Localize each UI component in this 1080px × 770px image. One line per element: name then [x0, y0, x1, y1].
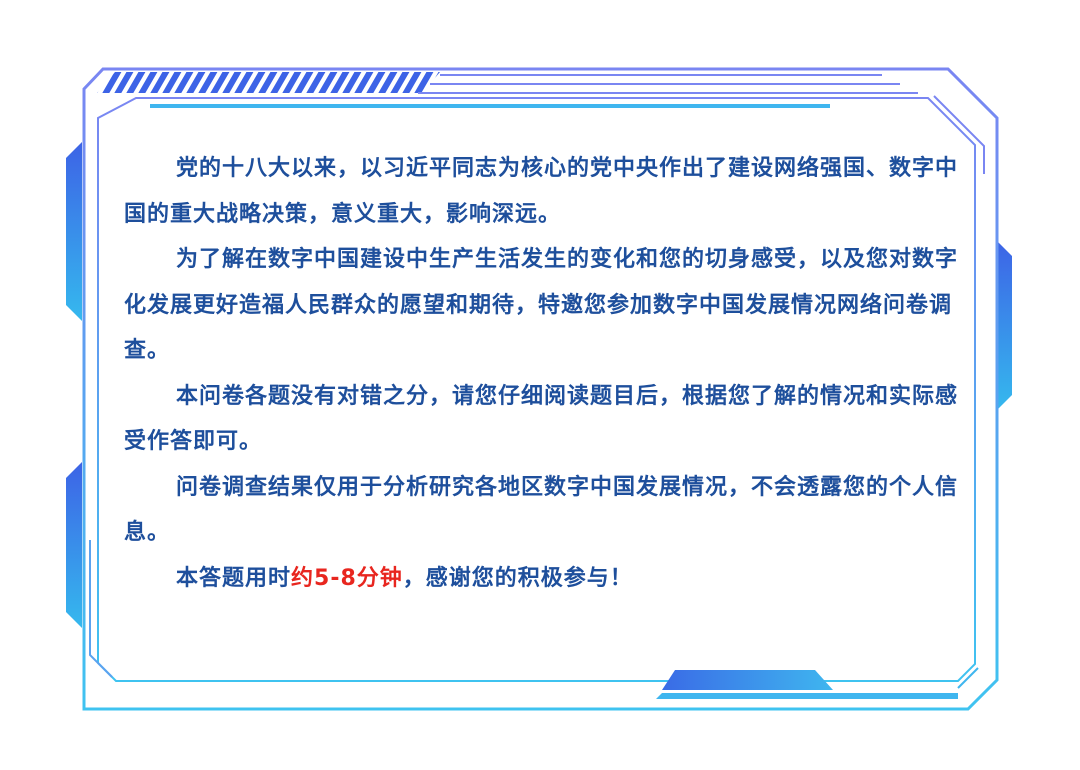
outer-border — [82, 67, 999, 711]
paragraph-duration: 本答题用时约5-8分钟，感谢您的积极参与！ — [124, 556, 964, 602]
paragraph-purpose: 为了解在数字中国建设中生产生活发生的变化和您的切身感受，以及您对数字化发展更好造… — [124, 247, 959, 363]
duration-prefix: 本答题用时 — [176, 565, 292, 591]
paragraph-privacy: 问卷调查结果仅用于分析研究各地区数字中国发展情况，不会透露您的个人信息。 — [124, 474, 959, 546]
survey-notice: 党的十八大以来，以习近平同志为核心的党中央作出了建设网络强国、数字中国的重大战略… — [124, 146, 964, 601]
inner-border — [97, 97, 976, 682]
duration-suffix: ，感谢您的积极参与！ — [402, 565, 633, 591]
header-lines — [150, 74, 918, 108]
header-stripes — [97, 72, 440, 93]
bottom-bars — [656, 670, 958, 699]
duration-highlight: 约5-8分钟 — [291, 565, 403, 591]
side-tabs — [66, 142, 1012, 628]
paragraph-instructions: 本问卷各题没有对错之分，请您仔细阅读题目后，根据您了解的情况和实际感受作答即可。 — [124, 383, 959, 455]
paragraph-intro: 党的十八大以来，以习近平同志为核心的党中央作出了建设网络强国、数字中国的重大战略… — [124, 156, 959, 227]
